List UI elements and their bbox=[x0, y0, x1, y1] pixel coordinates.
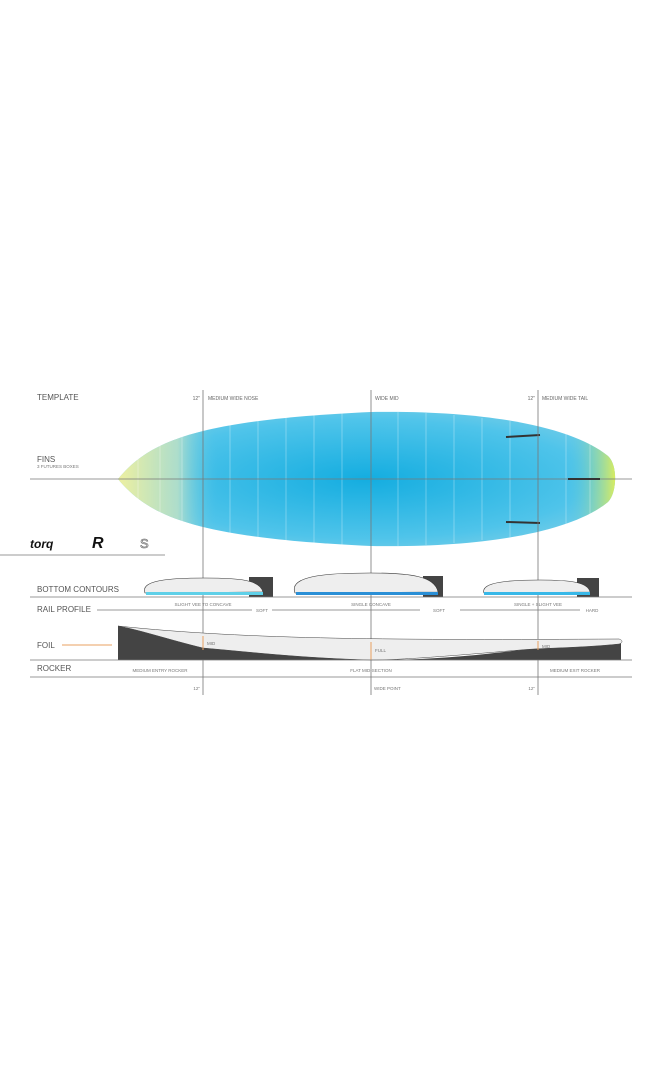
tail-label: MEDIUM WIDE TAIL bbox=[542, 396, 588, 402]
mid-label: WIDE MID bbox=[375, 396, 399, 402]
label-rocker: ROCKER bbox=[37, 664, 71, 673]
contour-nose: SLIGHT VEE TO CONCAVE bbox=[175, 602, 232, 607]
tail-distance: 12" bbox=[528, 396, 536, 402]
bottom-mark-tail: 12" bbox=[528, 686, 535, 691]
fin-left bbox=[505, 434, 541, 438]
label-fins-sub: 3 FUTURES BOXES bbox=[37, 464, 79, 469]
contour-shapes bbox=[144, 572, 599, 597]
nose-distance: 12" bbox=[193, 396, 201, 402]
rail-mid: SOFT bbox=[433, 608, 445, 613]
bottom-mark-mid: WIDE POINT bbox=[374, 686, 401, 691]
foil-tail: MID bbox=[542, 644, 551, 649]
rocker-exit: MEDIUM EXIT ROCKER bbox=[550, 668, 601, 673]
foil-mid: FULL bbox=[375, 648, 387, 653]
rocker-mid: FLAT MID-SECTION bbox=[350, 668, 392, 673]
rail-nose: SOFT bbox=[256, 608, 268, 613]
nose-label: MEDIUM WIDE NOSE bbox=[208, 396, 259, 402]
bottom-mark-nose: 12" bbox=[193, 686, 200, 691]
rusty-logo: R bbox=[92, 535, 104, 552]
label-rail-profile: RAIL PROFILE bbox=[37, 605, 91, 614]
label-template: TEMPLATE bbox=[37, 393, 79, 402]
contour-tail: SINGLE + SLIGHT VEE bbox=[514, 602, 562, 607]
rocker-entry: MEDIUM ENTRY ROCKER bbox=[132, 668, 188, 673]
contour-mid: SINGLE CONCAVE bbox=[351, 602, 391, 607]
fin-right bbox=[505, 521, 541, 524]
fin-boxes bbox=[505, 434, 600, 524]
brand-logos: torq R S bbox=[30, 535, 149, 552]
torq-logo: torq bbox=[30, 537, 54, 551]
label-foil: FOIL bbox=[37, 641, 55, 650]
foil-profile bbox=[117, 625, 623, 661]
sd-logo: S bbox=[140, 536, 149, 551]
rail-tail: HARD bbox=[586, 608, 600, 613]
label-fins: FINS bbox=[37, 455, 55, 464]
foil-nose: MID bbox=[207, 641, 216, 646]
label-bottom-contours: BOTTOM CONTOURS bbox=[37, 585, 119, 594]
